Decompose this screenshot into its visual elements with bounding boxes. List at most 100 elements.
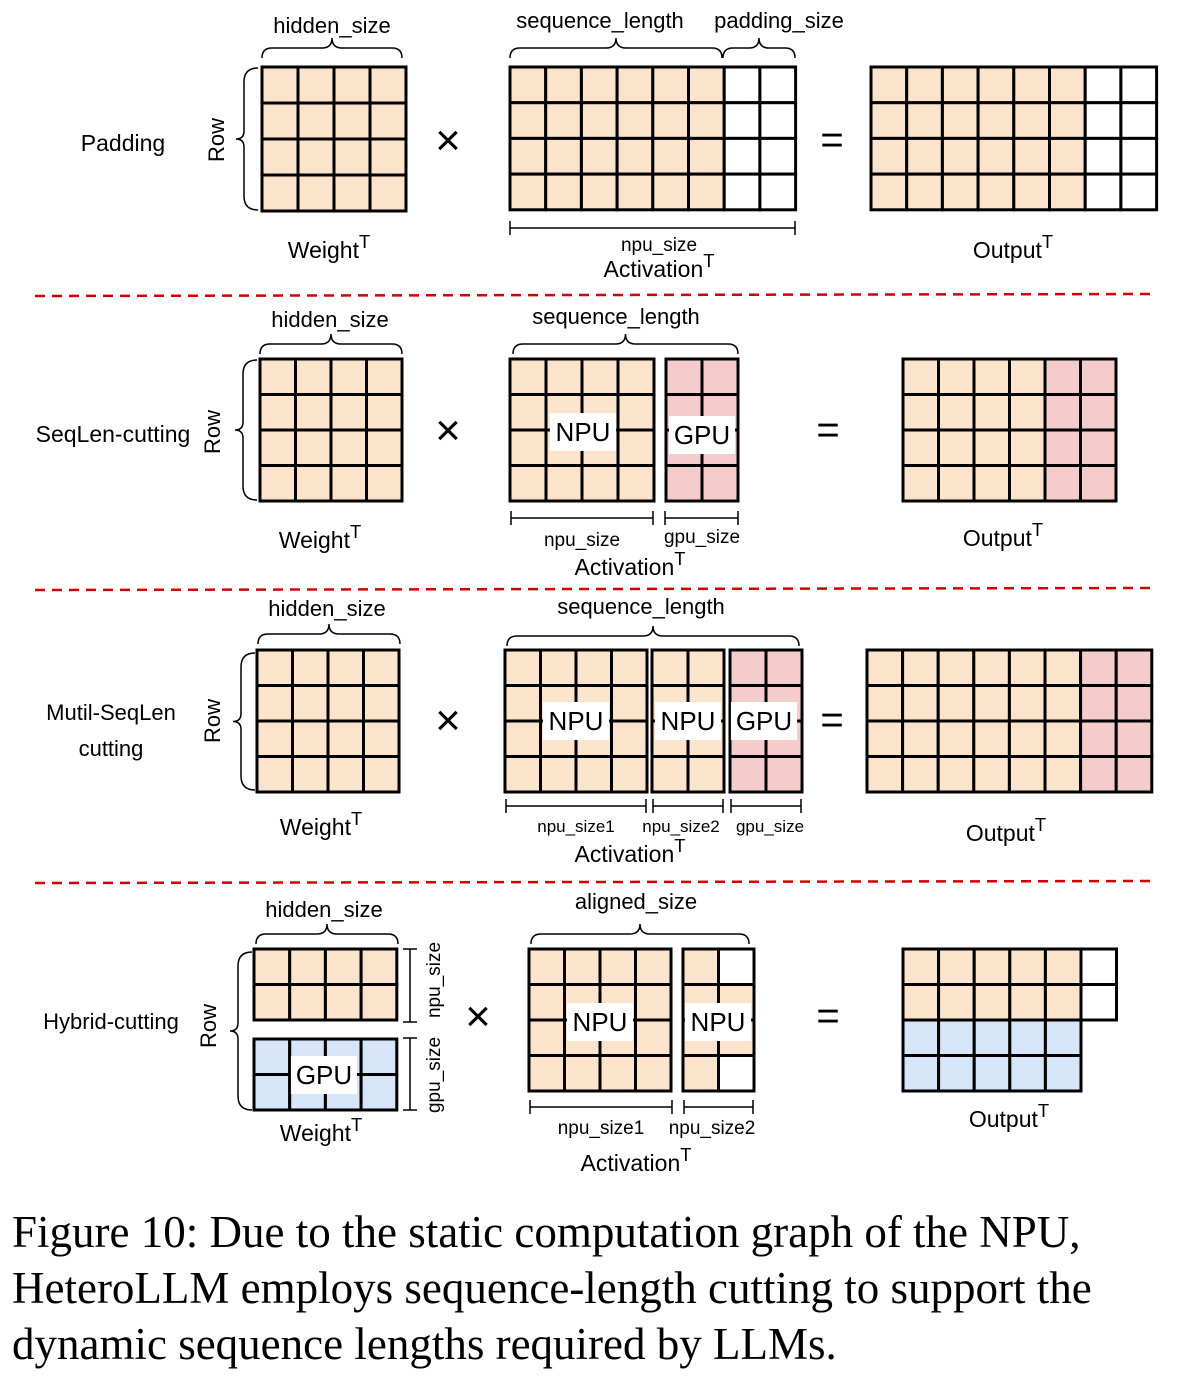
- row4-aligned-brace: [530, 923, 750, 945]
- row3-weight-grid-cell: [362, 648, 401, 687]
- row4-weight-gpu-grid-cell: [359, 1037, 399, 1076]
- row2-npu-grid-cell: [508, 428, 548, 467]
- row4-weight-gpu-grid-cell: [359, 1073, 399, 1112]
- row1-output-grid-cell: [976, 65, 1016, 105]
- row4-weight-gpu-grid-cell: [252, 1073, 292, 1112]
- row1-weight-grid-cell: [332, 101, 372, 141]
- row4-weight-npu-grid-cell: [323, 983, 363, 1022]
- row2-weight-grid: [258, 357, 404, 503]
- row2-gpu-block-bg: [668, 416, 736, 454]
- row1-output-grid: [869, 65, 1159, 212]
- row4-output-gpu-grid: [901, 1018, 1083, 1093]
- row3-weight-grid-cell: [255, 755, 294, 794]
- row1-weight-grid-cell: [296, 173, 336, 213]
- row2-row-label: Row: [200, 410, 225, 454]
- row1-activation-grid-cell: [687, 136, 726, 176]
- row2-output-grid-cell: [1079, 357, 1118, 396]
- row2-npu-grid-cell: [508, 357, 548, 396]
- row2-weight-grid-cell: [258, 393, 297, 432]
- row3-npu1-size-label: npu_size1: [537, 817, 615, 836]
- row2-npu-grid-cell: [544, 464, 584, 503]
- row3-op-equals: =: [820, 698, 843, 742]
- row2-seq-brace: [512, 333, 739, 355]
- row1-seq-label: sequence_length: [516, 8, 684, 33]
- row3-npu1-grid-cell: [503, 684, 542, 723]
- row2-output-grid-cell: [1079, 464, 1118, 503]
- row4-output-gpu-grid-cell: [972, 1054, 1012, 1093]
- row1-output-grid-cell: [1048, 65, 1087, 105]
- row2-output-grid-cell: [972, 464, 1011, 503]
- row2-output-grid-cell: [1043, 428, 1082, 467]
- row4-activation-label: ActivationT: [581, 1144, 692, 1176]
- row1-hidden-label: hidden_size: [273, 13, 390, 38]
- row1-npu-label: npu_size: [621, 235, 697, 256]
- row3-output-grid-cell: [1079, 755, 1118, 794]
- row3-output-grid-cell: [901, 755, 940, 794]
- row3-output-grid-cell: [936, 719, 976, 758]
- row1-output-grid-cell: [940, 136, 980, 176]
- row1-output-grid-cell: [869, 172, 909, 212]
- row3-row-label: Row: [200, 699, 225, 743]
- row2-output-grid-cell: [937, 357, 976, 396]
- row2-output-grid-cell: [1008, 428, 1047, 467]
- row3-npu1-grid-cell: [539, 755, 578, 794]
- row3-weight-grid-cell: [326, 648, 365, 687]
- row3-npu1-grid-cell: [539, 648, 578, 687]
- row3-weight-grid-cell: [362, 719, 401, 758]
- row3-weight-grid-cell: [362, 755, 401, 794]
- row2-weight-grid-cell: [294, 464, 333, 503]
- row3-output-grid-cell: [1007, 648, 1047, 687]
- row1-output-grid-cell: [1048, 101, 1087, 140]
- row2-op-times: ×: [435, 406, 461, 455]
- row3-output-grid-cell: [1114, 684, 1154, 723]
- row4-output-npu-grid: [901, 947, 1083, 1022]
- row3-weight-label: WeightT: [280, 808, 362, 840]
- row4-hidden-label: hidden_size: [265, 897, 382, 922]
- row1-output-grid-cell: [976, 172, 1016, 212]
- row2-seq-label: sequence_length: [532, 304, 700, 329]
- row3-npu2-grid-cell: [650, 648, 690, 687]
- row1-output-grid-cell: [976, 101, 1016, 140]
- row4-output-gpu-grid-cell: [972, 1018, 1012, 1057]
- row3-name-line1: Mutil-SeqLen: [46, 700, 176, 725]
- row1-activation-grid-cell: [722, 65, 762, 105]
- row1-output-grid-cell: [1119, 172, 1159, 212]
- row1-activation-grid-cell: [508, 65, 548, 105]
- row1-activation-grid-cell: [687, 101, 726, 140]
- row3-npu2-block-bg: [654, 702, 722, 740]
- row1-weight-grid-cell: [296, 65, 336, 105]
- row3-npu1-grid-cell: [610, 648, 649, 687]
- row4-op-equals: =: [816, 994, 839, 1038]
- row3-output-grid-cell: [865, 719, 905, 758]
- row4-op-times: ×: [465, 992, 491, 1041]
- line-layer: [34, 37, 1156, 1114]
- row1-activation-grid-cell: [651, 172, 690, 212]
- row2-output-grid-cell: [1008, 357, 1047, 396]
- row3-weight-grid-cell: [326, 719, 365, 758]
- row2-weight-grid-cell: [294, 428, 333, 467]
- row3-npu1-grid-cell: [574, 755, 613, 794]
- row4-output-npu-grid-cell: [1043, 947, 1083, 986]
- row1-activation-grid-cell: [758, 65, 798, 105]
- row4-npu2-size-label: npu_size2: [669, 1118, 756, 1139]
- row3-weight-grid-cell: [326, 684, 365, 723]
- row1-activation-grid-cell: [687, 172, 726, 212]
- row1-output-grid-cell: [1119, 101, 1159, 140]
- row1-weight-grid-cell: [368, 101, 408, 141]
- row3-npu1-grid-cell: [610, 719, 649, 758]
- row1-activation-grid-cell: [722, 172, 762, 212]
- row3-npu1-grid-cell: [503, 648, 542, 687]
- row3-output-grid-cell: [865, 648, 905, 687]
- row3-npu1-grid-cell: [574, 648, 613, 687]
- row1-output-grid-cell: [976, 136, 1016, 176]
- row2-npu-block-bg: [549, 413, 617, 451]
- row3-output-grid-cell: [1043, 648, 1083, 687]
- row3-output-grid-cell: [1007, 755, 1047, 794]
- row3-npu1-grid-cell: [503, 755, 542, 794]
- row2-weight-grid-cell: [258, 464, 297, 503]
- row4-weight-npu-grid: [252, 947, 399, 1022]
- grid-layer: [252, 65, 1159, 1112]
- row3-npu2-size-label: npu_size2: [642, 817, 720, 836]
